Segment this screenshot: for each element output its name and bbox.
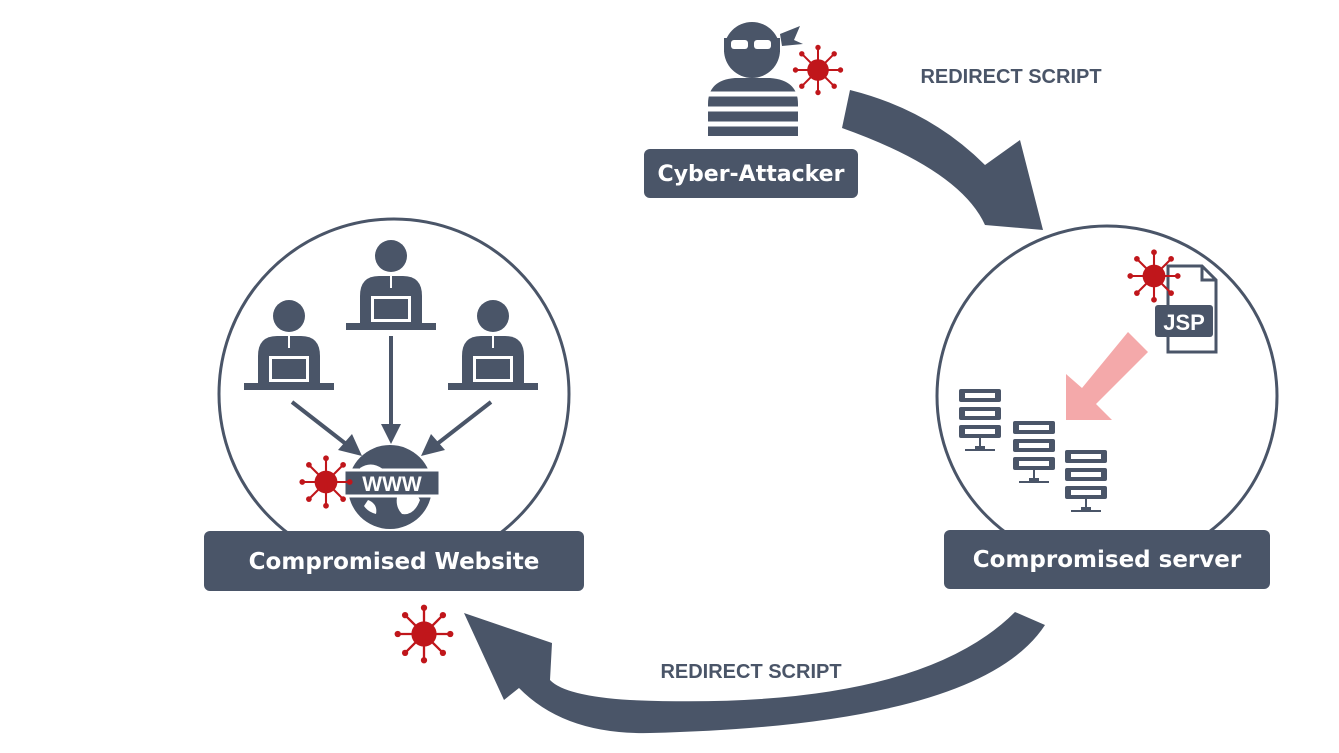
attacker-label: Cyber-Attacker	[658, 162, 845, 187]
globe-label: WWW	[362, 473, 422, 496]
arrow-label-top: REDIRECT SCRIPT	[920, 66, 1101, 88]
globe-icon: WWW	[342, 445, 442, 529]
arrow-label-bottom: REDIRECT SCRIPT	[660, 661, 841, 683]
hacker-icon	[708, 22, 803, 136]
virus-icon-server	[1126, 248, 1182, 304]
jsp-file-label: JSP	[1163, 310, 1205, 335]
virus-icon-attacker	[791, 43, 845, 97]
server-label: Compromised server	[973, 547, 1242, 573]
attacker-label-box	[644, 149, 858, 198]
jsp-file-icon: JSP	[1155, 264, 1218, 354]
arrow-server-to-website	[464, 612, 1045, 734]
arrow-attacker-to-server	[842, 90, 1043, 230]
server-label-box	[944, 530, 1270, 589]
website-label: Compromised Website	[249, 549, 540, 575]
user-to-web-arrows	[290, 336, 493, 456]
inject-arrow	[1066, 332, 1148, 420]
virus-icon-loose	[393, 603, 455, 665]
virus-icon-website	[298, 454, 354, 510]
website-label-box	[204, 531, 584, 591]
